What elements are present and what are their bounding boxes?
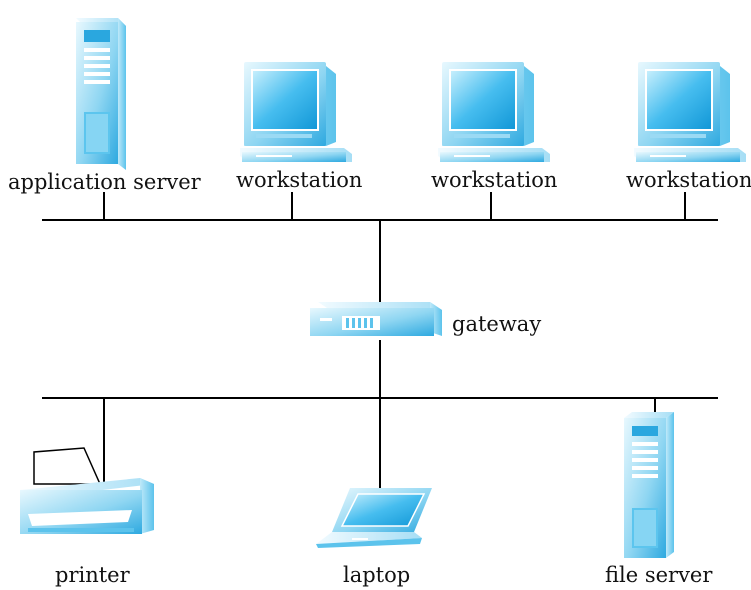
desktop-computer-icon <box>240 62 352 162</box>
workstation-label: workstation <box>626 168 751 192</box>
gateway-label: gateway <box>452 312 542 336</box>
laptop-icon <box>316 488 432 548</box>
application-server-label: application server <box>8 170 201 194</box>
desktop-computer-icon <box>438 62 550 162</box>
printer-label: printer <box>55 563 130 587</box>
workstation-label: workstation <box>236 168 363 192</box>
network-lines <box>42 192 718 512</box>
laptop-label: laptop <box>343 563 411 587</box>
desktop-computer-icon <box>634 62 746 162</box>
tower-server-icon <box>76 18 126 170</box>
gateway-router-icon <box>310 302 442 336</box>
file-server-label: file server <box>605 563 713 587</box>
printer-icon <box>20 447 154 534</box>
workstation-label: workstation <box>431 168 558 192</box>
tower-server-icon <box>624 412 674 558</box>
